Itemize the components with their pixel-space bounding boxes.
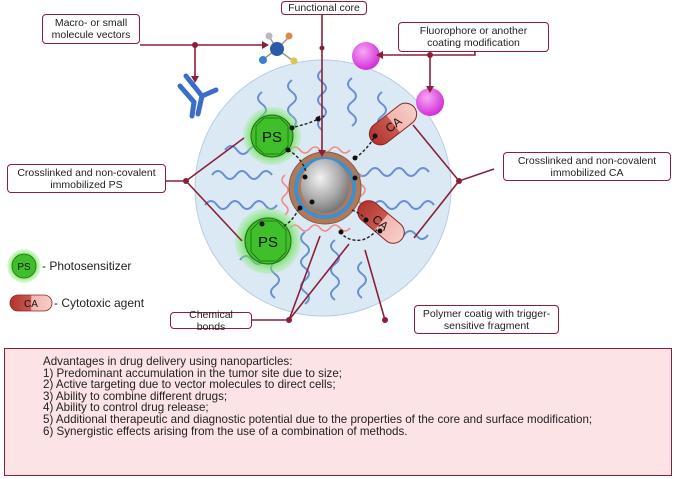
bond-dots [259, 116, 383, 235]
advantage-item: 2) Active targeting due to vector molecu… [43, 378, 336, 392]
antibody-vector [177, 73, 219, 119]
fluorophore-right [416, 88, 444, 116]
ca-molecule-top: CA [368, 102, 418, 146]
polymer-coating-label: Polymer coatig with trigger-sensitive fr… [414, 305, 559, 334]
advantage-item: 4) Ability to control drug release; [43, 401, 209, 415]
advantage-item: 5) Additional therapeutic and diagnostic… [43, 412, 593, 426]
legend-photosensitizer: - Photosensitizer [42, 259, 132, 273]
legend-ps-icon: PS [7, 249, 41, 283]
advantage-item: 3) Ability to combine different drugs; [43, 389, 228, 403]
legend-ca-icon: CA [9, 294, 53, 312]
legend-cytotoxic-agent: - Cytotoxic agent [54, 296, 145, 310]
advantage-item: 6) Synergistic effects arising from the … [43, 424, 408, 438]
fluorophore-label: Fluorophore or another coating modificat… [398, 22, 549, 52]
connector-arrowheads [191, 41, 434, 157]
ca-molecule-bottom: CA [357, 200, 405, 244]
nanoparticle-diagram: PS PS CA CA [7, 14, 495, 323]
advantages-heading: Advantages in drug delivery using nanopa… [43, 355, 293, 368]
crosslinked-ps-label: Crosslinked and non-covalent immobilized… [7, 164, 166, 193]
fluorophore-top [352, 42, 380, 70]
vectors-label: Macro- or small molecule vectors [42, 14, 140, 44]
callout-connectors [140, 14, 495, 321]
ps-label-bottom: PS [258, 234, 278, 251]
ps-label-top: PS [262, 129, 282, 146]
advantage-item: 1) Predominant accumulation in the tumor… [43, 366, 343, 380]
small-molecule-vector [259, 32, 298, 65]
ps-molecule-bottom: PS [235, 208, 301, 274]
chemical-bonds-label: Chemical bonds [170, 309, 252, 333]
legend-ps-badge: PS [17, 262, 31, 273]
legend-ca-badge: CA [24, 299, 38, 310]
connector-dots [183, 42, 462, 323]
functional-core-label: Functional core [281, 1, 367, 15]
advantages-panel: Advantages in drug delivery using nanopa… [4, 348, 672, 476]
crosslinked-ca-label: Crosslinked and non-covalent immobilized… [503, 152, 671, 181]
functional-core [301, 159, 349, 213]
ps-molecule-top: PS [243, 107, 301, 165]
